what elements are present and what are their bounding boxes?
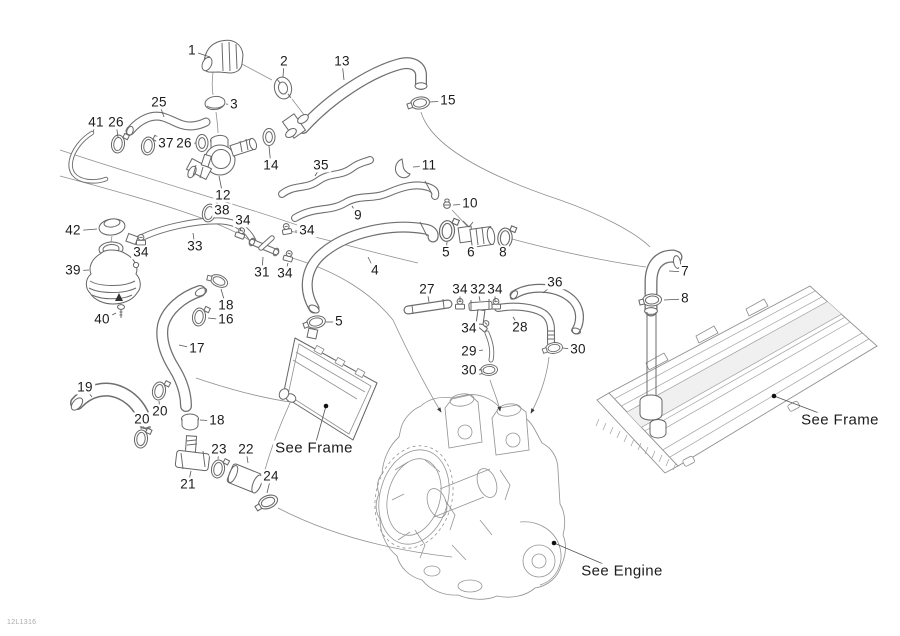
leader-line <box>553 542 623 573</box>
leader-line <box>84 387 93 398</box>
t-fitting-21 <box>174 435 211 472</box>
washer-2 <box>273 76 293 100</box>
leader-line <box>192 232 196 248</box>
fitting-6 <box>457 220 496 248</box>
coupler-22 <box>226 463 263 494</box>
leader-line <box>468 349 484 353</box>
leader-line <box>217 449 220 460</box>
hose-4 <box>301 221 439 314</box>
leader-line <box>268 145 272 167</box>
leader-line <box>445 241 448 254</box>
leader-line <box>351 205 359 217</box>
leader-line <box>183 142 197 145</box>
pipe-flange <box>639 394 667 439</box>
leader-line <box>412 165 430 168</box>
leader-line <box>216 210 223 214</box>
leader-line <box>191 50 211 58</box>
leader-line <box>663 298 686 301</box>
hose-36 <box>509 283 584 335</box>
frame-rail <box>595 285 878 474</box>
hose-35 <box>278 156 374 198</box>
cap-3 <box>204 95 226 111</box>
leader-line <box>429 100 449 103</box>
note-dot <box>551 540 557 546</box>
hose-33 <box>135 217 257 245</box>
leader-line <box>502 247 506 254</box>
clip-11 <box>394 158 411 179</box>
leader-line <box>158 102 165 118</box>
leader-line <box>367 256 376 272</box>
hose-17 <box>156 285 208 412</box>
leader-line <box>72 269 90 272</box>
leader-line <box>468 327 481 330</box>
radiator-panel <box>278 327 378 441</box>
bolt-40 <box>115 293 125 318</box>
leader-line <box>225 103 235 106</box>
frame-rack-ticks <box>595 418 677 471</box>
leader-line <box>72 228 98 232</box>
leader-line <box>187 470 192 486</box>
leader-line <box>313 405 327 450</box>
leader-line <box>470 245 474 254</box>
hose-41 <box>68 130 109 184</box>
leader-line <box>101 312 117 321</box>
leader-line <box>245 449 249 464</box>
leader-line <box>341 61 345 81</box>
cap-18b <box>181 413 199 431</box>
elbow-fitting-1 <box>201 39 244 74</box>
hose-27 <box>403 298 453 315</box>
hose-7-and-pipe <box>639 249 683 439</box>
leader-line <box>158 400 161 413</box>
connector-lines <box>59 62 651 558</box>
screw-10 <box>443 198 451 209</box>
leader-line <box>199 419 218 422</box>
leader-line <box>218 175 224 197</box>
leader-line <box>207 317 227 321</box>
leader-line <box>140 419 143 430</box>
hose-13 <box>297 57 428 134</box>
leader-line <box>542 282 556 294</box>
housing-12 <box>185 134 258 181</box>
leader-line <box>773 395 841 422</box>
leader-line <box>426 289 430 303</box>
y-fitting-31 <box>248 235 280 257</box>
leader-line <box>477 289 481 302</box>
leader-line <box>668 270 686 273</box>
part-code: 12L1316 <box>7 619 37 626</box>
hose-29 <box>484 330 495 363</box>
leader-line <box>468 369 482 372</box>
hose-9 <box>291 180 440 222</box>
leader-line <box>220 288 227 307</box>
leader-line <box>115 122 119 138</box>
radiator-left-fitting <box>278 388 297 403</box>
leader-line <box>92 122 97 133</box>
leader-line <box>284 262 289 275</box>
leader-line <box>282 61 285 78</box>
hose-28 <box>494 302 555 347</box>
thermostat-housing-group <box>185 39 309 181</box>
note-dot <box>771 393 777 399</box>
engine <box>374 393 566 600</box>
tank-cap-42 <box>98 218 126 236</box>
hose13-connector <box>281 113 309 139</box>
leader-line <box>178 344 198 350</box>
coolant-reservoir <box>85 218 141 318</box>
leader-line <box>261 256 264 274</box>
leader-line <box>155 143 167 147</box>
leader-line <box>512 316 521 329</box>
fitting-32 <box>468 299 493 326</box>
fittings-and-clamps <box>109 95 663 514</box>
leader-line <box>562 347 579 351</box>
leader-line <box>452 203 471 206</box>
leader-line <box>266 476 272 494</box>
leader-line <box>314 165 322 177</box>
leader-line <box>239 220 244 232</box>
note-dot <box>323 403 329 409</box>
